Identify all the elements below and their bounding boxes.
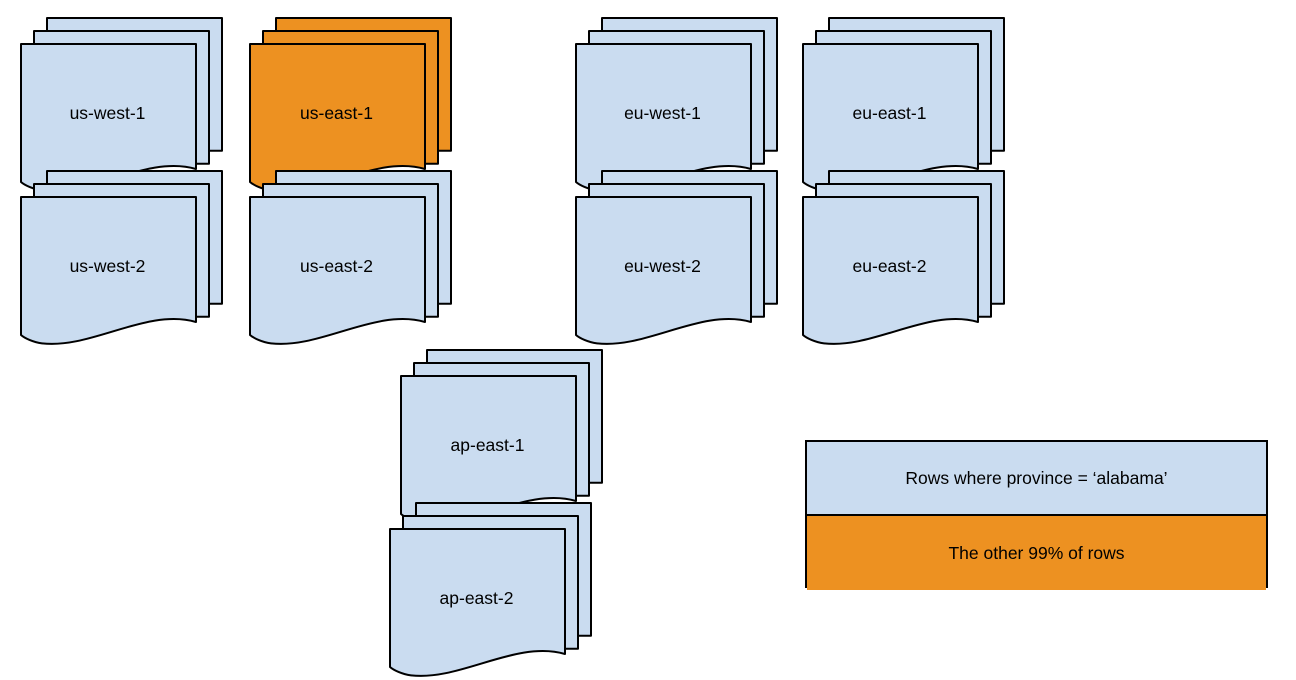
document-stack-shape (20, 170, 223, 345)
document-stack-shape (802, 17, 1005, 192)
region-stack-us-east-1[interactable]: us-east-1 (249, 17, 454, 202)
document-stack-shape (575, 17, 778, 192)
region-stack-us-east-2[interactable]: us-east-2 (249, 170, 454, 355)
sheet-1 (802, 43, 979, 192)
sheet-1 (575, 43, 752, 192)
sheet-1 (389, 528, 566, 677)
region-stack-us-west-1[interactable]: us-west-1 (20, 17, 225, 202)
region-stack-eu-west-1[interactable]: eu-west-1 (575, 17, 780, 202)
sheet-1 (249, 196, 426, 345)
document-stack-shape (249, 170, 452, 345)
legend-highlight-rows-label: Rows where province = ‘alabama’ (905, 467, 1168, 488)
sheet-1 (20, 43, 197, 192)
document-stack-shape (249, 17, 452, 192)
region-stack-eu-west-2[interactable]: eu-west-2 (575, 170, 780, 355)
sheet-1 (575, 196, 752, 345)
region-stack-eu-east-2[interactable]: eu-east-2 (802, 170, 1007, 355)
legend-other-rows-label: The other 99% of rows (948, 542, 1125, 563)
sheet-1 (20, 196, 197, 345)
sheet-1 (400, 375, 577, 524)
document-stack-shape (575, 170, 778, 345)
region-stack-us-west-2[interactable]: us-west-2 (20, 170, 225, 355)
legend: Rows where province = ‘alabama’ The other… (805, 440, 1268, 590)
region-stack-ap-east-2[interactable]: ap-east-2 (389, 502, 594, 680)
document-stack-shape (802, 170, 1005, 345)
document-stack-shape (389, 502, 592, 677)
document-stack-shape (20, 17, 223, 192)
legend-highlight-rows: Rows where province = ‘alabama’ (807, 442, 1266, 516)
sheet-1 (802, 196, 979, 345)
sheet-1 (249, 43, 426, 192)
legend-other-rows: The other 99% of rows (807, 516, 1266, 590)
